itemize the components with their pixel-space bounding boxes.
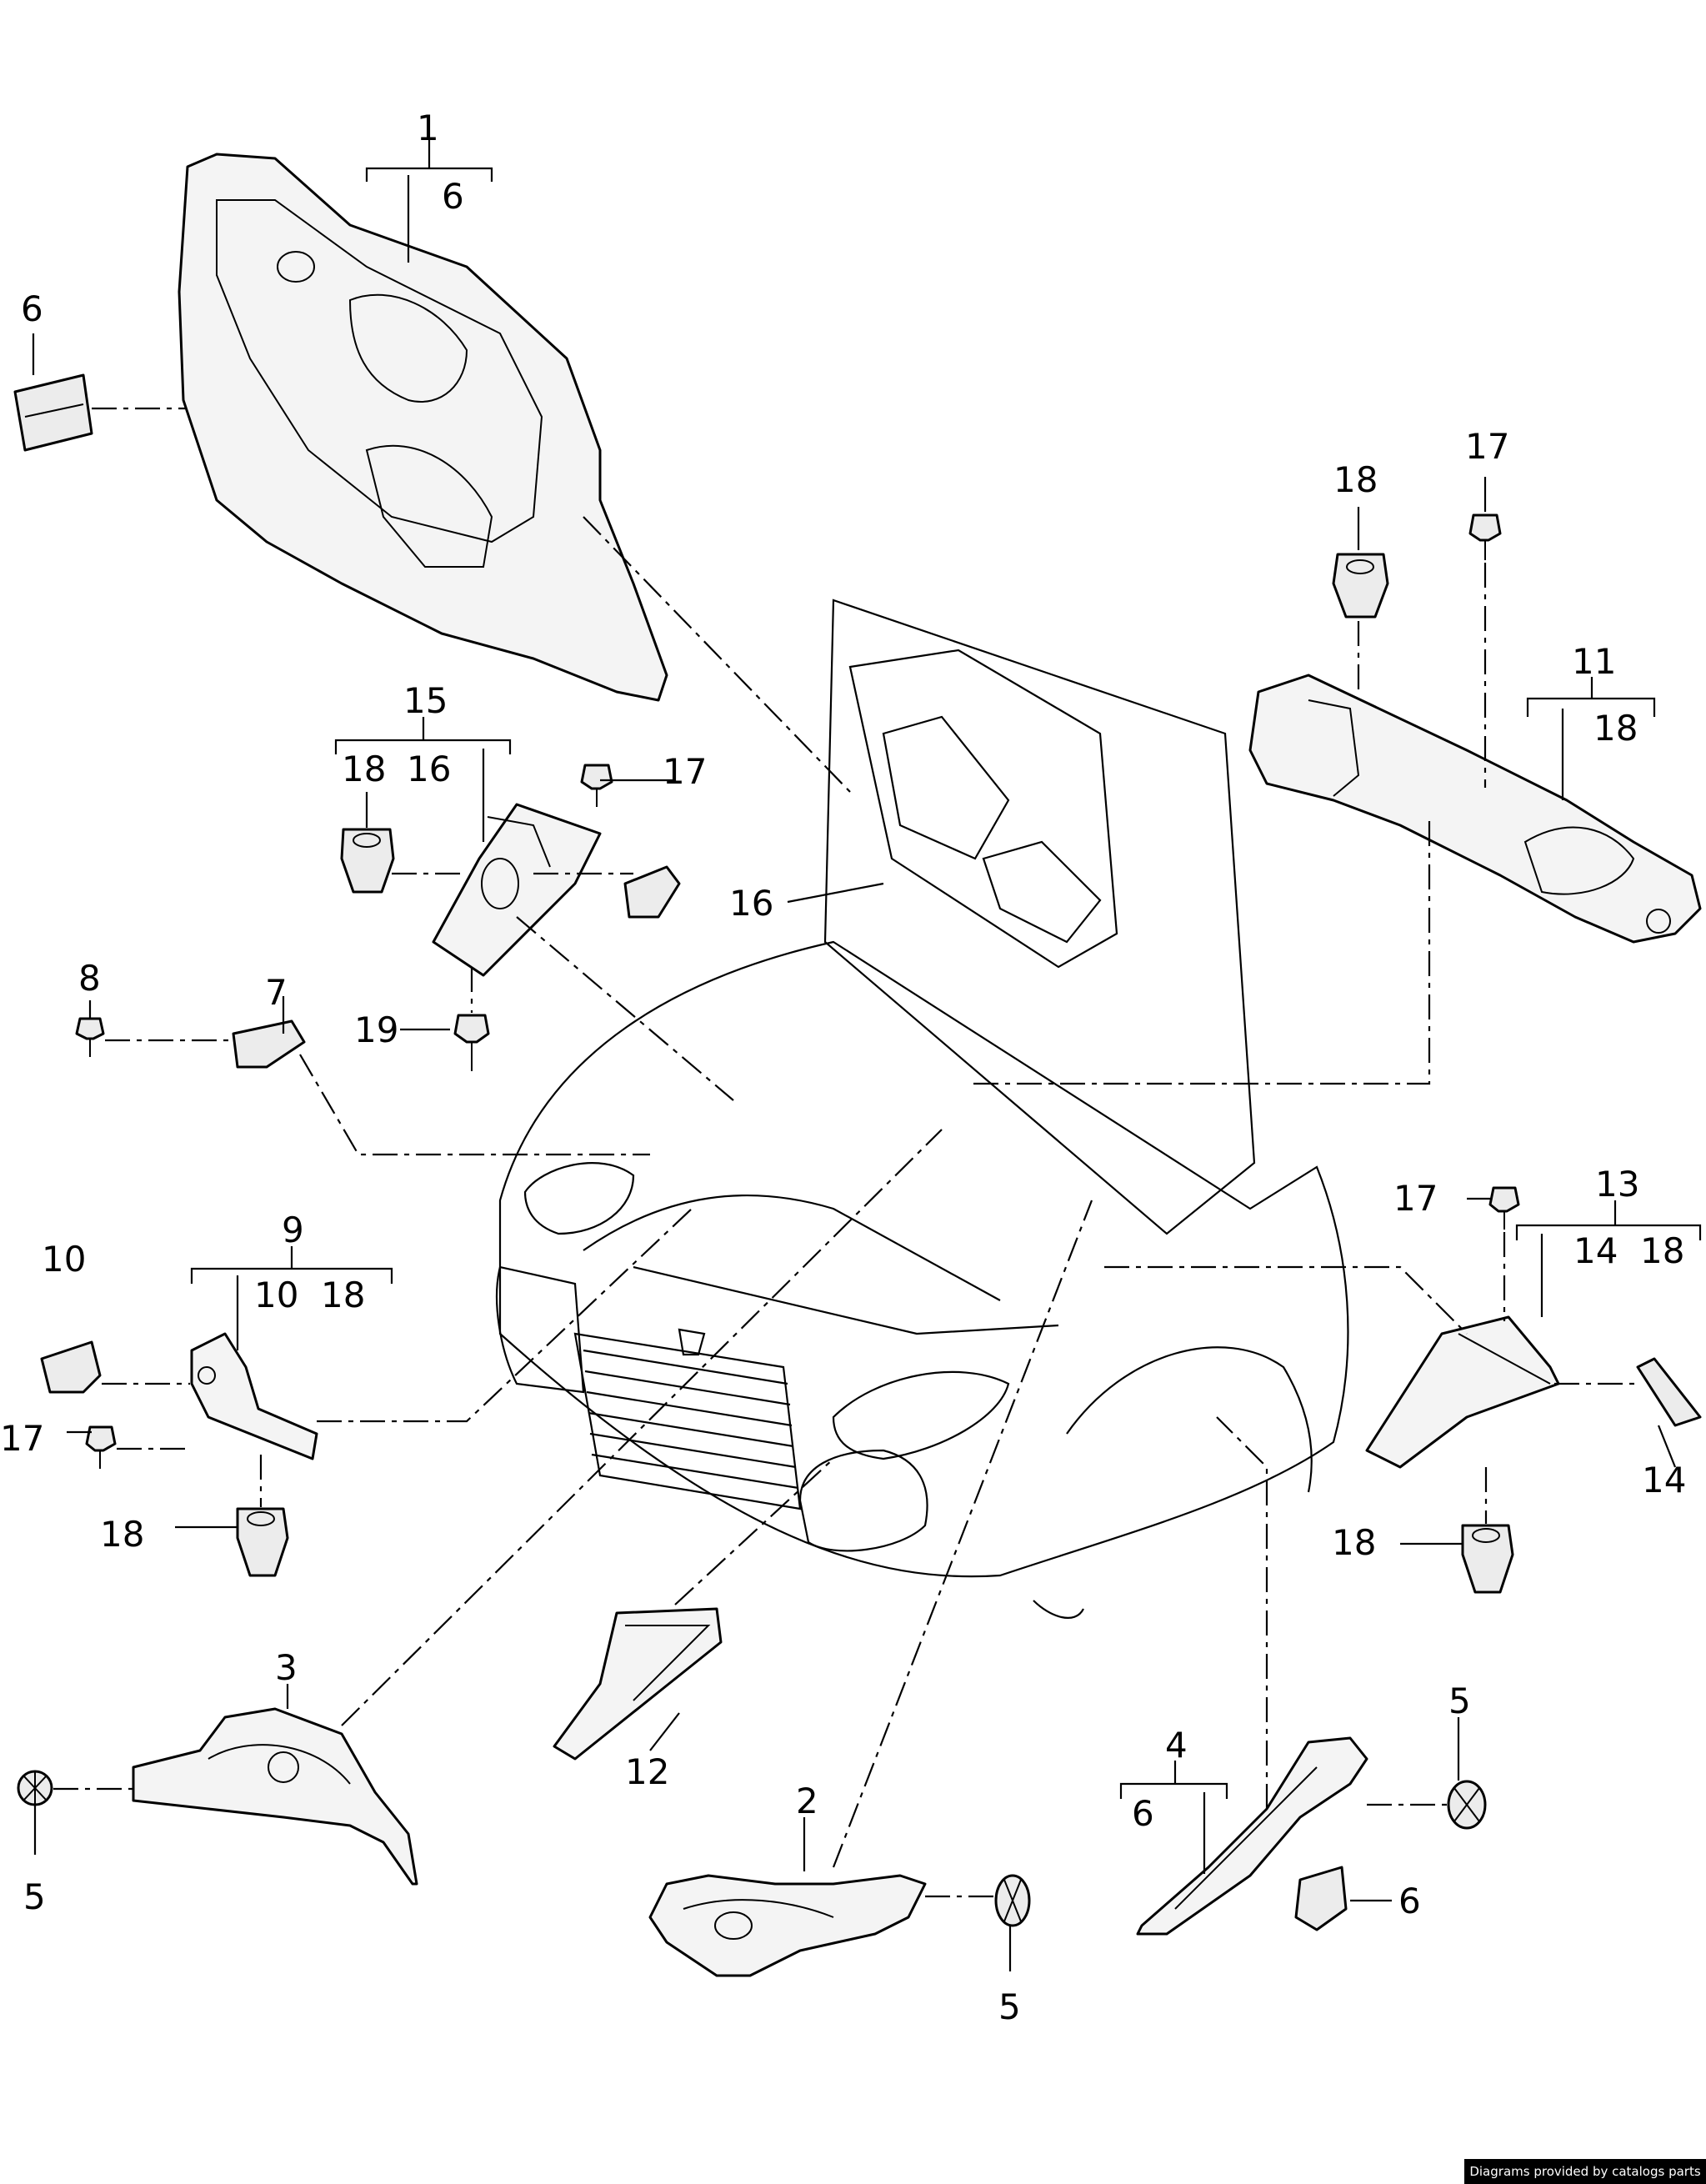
screw-17-mid[interactable] <box>580 764 613 807</box>
callout-5-mid: 5 <box>998 1986 1021 2027</box>
callout-11-sub-18: 18 <box>1593 708 1638 749</box>
part-9-bracket[interactable] <box>190 1332 318 1460</box>
callout-2: 2 <box>796 1781 818 1821</box>
clip-18-mid[interactable] <box>340 828 395 894</box>
callout-18-left: 18 <box>100 1514 144 1555</box>
callout-18-top: 18 <box>1333 459 1378 500</box>
callout-4-sub-6: 6 <box>1132 1793 1154 1834</box>
callout-17-left: 17 <box>0 1418 44 1459</box>
callout-3: 3 <box>275 1647 298 1688</box>
clip-18-left[interactable] <box>236 1507 289 1577</box>
part-11-air-duct[interactable] <box>1248 674 1702 944</box>
hood-frame-inner <box>848 649 1118 969</box>
part-16-cap[interactable] <box>623 865 681 919</box>
callout-15-sub-16: 16 <box>407 749 451 789</box>
callout-7: 7 <box>265 972 288 1013</box>
part-13-fender-bracket[interactable] <box>1365 1315 1560 1469</box>
cowl-line <box>633 1265 1059 1335</box>
callout-4: 4 <box>1165 1725 1188 1766</box>
fastener-8-screw[interactable] <box>75 1017 105 1057</box>
callout-labels: 1 6 6 18 17 11 18 15 18 16 17 16 8 7 19 … <box>0 108 1686 2027</box>
clip-18-top[interactable] <box>1332 553 1389 619</box>
callout-6-top-left: 6 <box>21 288 43 329</box>
callout-13-sub-14: 14 <box>1573 1230 1618 1271</box>
callout-19: 19 <box>354 1009 398 1050</box>
callout-15: 15 <box>403 680 448 721</box>
fastener-5-grommets <box>17 1770 1487 1927</box>
callout-5-left: 5 <box>23 1876 46 1917</box>
wheel-arch <box>1066 1346 1313 1493</box>
callout-14-right: 14 <box>1642 1460 1686 1500</box>
screw-17-right[interactable] <box>1488 1186 1520 1230</box>
grommet-5-right[interactable] <box>1447 1780 1487 1830</box>
callout-5-right: 5 <box>1448 1681 1471 1721</box>
hood-frame-cutout-2 <box>982 840 1102 944</box>
windshield-line <box>583 1195 1001 1301</box>
raised-hood-outline <box>823 599 1256 1235</box>
part-3-wheel-liner-left[interactable] <box>132 1707 418 1886</box>
callout-1-sub-6: 6 <box>442 176 464 217</box>
callout-17-mid: 17 <box>663 751 707 792</box>
callout-6-right: 6 <box>1398 1881 1421 1921</box>
callout-9-sub-10: 10 <box>254 1275 298 1315</box>
callout-10: 10 <box>42 1239 86 1280</box>
screw-17-left[interactable] <box>85 1425 117 1469</box>
part-15-cowl-bracket[interactable] <box>432 803 602 977</box>
part-1-hood-insulation[interactable] <box>178 153 668 702</box>
part-4-bracket-rail[interactable] <box>1136 1736 1368 1936</box>
callout-8: 8 <box>78 958 101 999</box>
leader-lines <box>53 407 1638 1898</box>
callout-17-right: 17 <box>1393 1178 1438 1219</box>
callout-1: 1 <box>417 108 439 148</box>
left-grille <box>496 1265 585 1394</box>
callout-brackets <box>32 140 1702 1971</box>
clip-18-right[interactable] <box>1461 1524 1514 1594</box>
callout-13: 13 <box>1595 1164 1639 1205</box>
part-6-clip-top-left[interactable] <box>13 373 93 452</box>
part-12-center-bracket[interactable] <box>553 1607 723 1761</box>
callout-12: 12 <box>625 1751 669 1792</box>
callout-18-right: 18 <box>1332 1522 1376 1563</box>
bumper-lip <box>1033 1600 1084 1619</box>
callout-16: 16 <box>729 883 773 924</box>
fastener-17-screws <box>85 513 1520 1469</box>
hood-crest-badge <box>678 1328 706 1356</box>
callout-15-sub-18: 18 <box>342 749 386 789</box>
right-intake-grille <box>798 1449 928 1552</box>
fastener-19-screw[interactable] <box>453 1014 490 1071</box>
grommet-5-left[interactable] <box>17 1770 53 1806</box>
callout-9: 9 <box>282 1210 304 1250</box>
right-headlight <box>832 1370 1010 1460</box>
part-14-small-bracket[interactable] <box>1636 1357 1702 1427</box>
callout-13-sub-18: 18 <box>1640 1230 1684 1271</box>
hood-frame-cutout-1 <box>882 715 1010 860</box>
grommet-5-mid[interactable] <box>994 1874 1031 1927</box>
fastener-18-clips <box>236 553 1514 1594</box>
car-body <box>496 599 1349 1619</box>
callout-17-top: 17 <box>1465 426 1509 467</box>
part-10-cap[interactable] <box>40 1340 102 1394</box>
credit-badge: Diagrams provided by catalogs parts <box>1464 2159 1706 2184</box>
fastener-6-clip-right[interactable] <box>1294 1866 1348 1931</box>
part-2-wheel-liner-center[interactable] <box>648 1874 927 1977</box>
screw-17-top[interactable] <box>1468 513 1502 560</box>
callout-11: 11 <box>1572 641 1616 682</box>
callout-9-sub-18: 18 <box>321 1275 365 1315</box>
part-7-clip[interactable] <box>232 1019 306 1069</box>
left-headlight <box>523 1162 635 1235</box>
